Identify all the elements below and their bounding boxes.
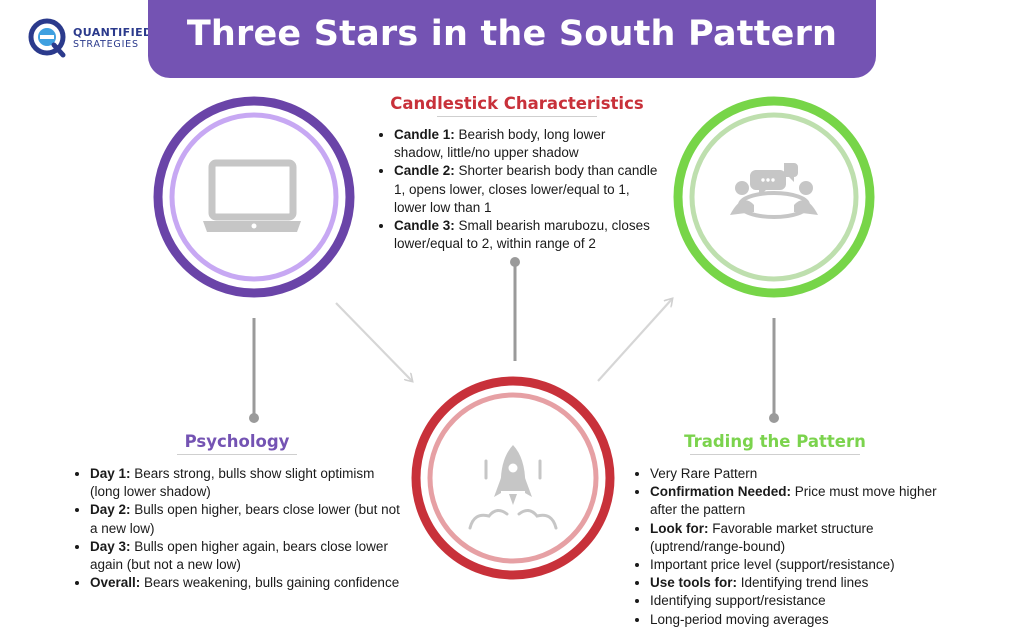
quantified-strategies-logo-icon	[28, 18, 66, 58]
list-item: Long-period moving averages	[650, 611, 962, 629]
meeting-icon	[730, 163, 818, 219]
list-item: Identifying support/resistance	[650, 592, 962, 610]
psychology-heading: Psychology	[184, 432, 290, 451]
trading-section: Trading the Pattern Very Rare Pattern Co…	[632, 432, 962, 629]
arrow-left-to-center	[335, 302, 412, 381]
candlestick-list: Candle 1: Bearish body, long lower shado…	[376, 126, 658, 253]
list-item: Look for: Favorable market structure (up…	[650, 520, 962, 556]
psychology-section: Psychology Day 1: Bears strong, bulls sh…	[72, 432, 402, 592]
list-item: Candle 2: Shorter bearish body than cand…	[394, 162, 658, 217]
psychology-circle	[153, 96, 355, 298]
candlestick-heading: Candlestick Characteristics	[390, 94, 644, 113]
arrow-center-to-right	[597, 299, 672, 382]
brand-logo: QUANTIFIED STRATEGIES	[28, 18, 152, 58]
psychology-heading-underline	[177, 454, 297, 455]
list-item: Overall: Bears weakening, bulls gaining …	[90, 574, 402, 592]
psychology-list: Day 1: Bears strong, bulls show slight o…	[72, 465, 402, 592]
candlestick-section: Candlestick Characteristics Candle 1: Be…	[376, 94, 658, 253]
trading-circle	[673, 96, 875, 298]
logo-text-line1: QUANTIFIED	[73, 26, 153, 39]
laptop-icon	[203, 159, 301, 232]
list-item: Day 1: Bears strong, bulls show slight o…	[90, 465, 402, 501]
list-item: Very Rare Pattern	[650, 465, 962, 483]
candlestick-heading-underline	[437, 116, 597, 117]
connector-candlestick	[510, 257, 520, 361]
connector-trading	[769, 318, 779, 423]
connector-psychology	[249, 318, 259, 423]
page-title: Three Stars in the South Pattern	[186, 14, 838, 54]
list-item: Day 2: Bulls open higher, bears close lo…	[90, 501, 402, 537]
trading-heading-underline	[690, 454, 860, 455]
list-item: Candle 1: Bearish body, long lower shado…	[394, 126, 658, 162]
list-item: Day 3: Bulls open higher again, bears cl…	[90, 538, 402, 574]
list-item: Important price level (support/resistanc…	[650, 556, 962, 574]
list-item: Use tools for: Identifying trend lines	[650, 574, 962, 592]
list-item: Candle 3: Small bearish marubozu, closes…	[394, 217, 658, 253]
logo-text-line2: STRATEGIES	[73, 39, 139, 50]
list-item: Confirmation Needed: Price must move hig…	[650, 483, 962, 519]
trading-list: Very Rare Pattern Confirmation Needed: P…	[632, 465, 962, 629]
trading-heading: Trading the Pattern	[684, 432, 866, 451]
title-banner: Three Stars in the South Pattern	[148, 0, 876, 78]
rocket-icon	[468, 445, 558, 530]
